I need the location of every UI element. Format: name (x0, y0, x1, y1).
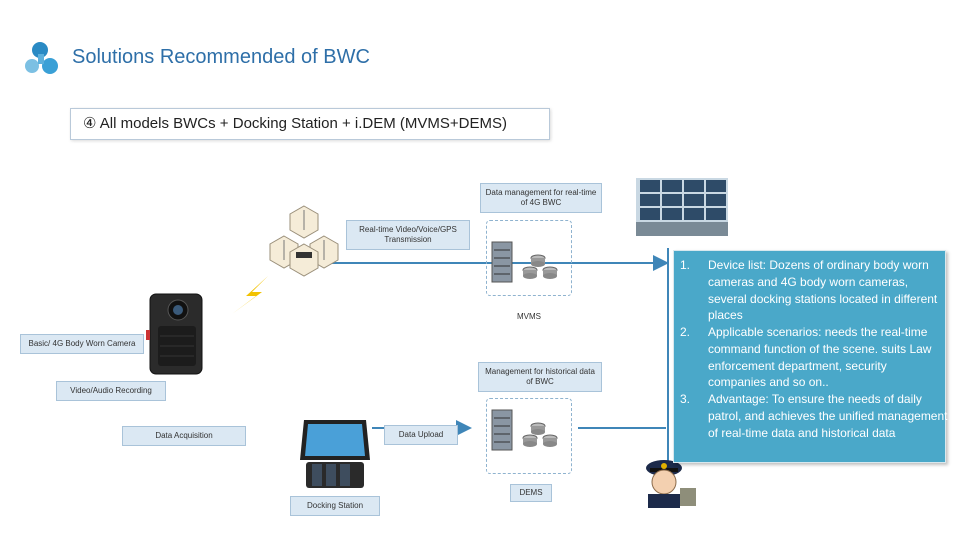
molecule-logo-icon (25, 42, 58, 74)
info-num-3: 3. (680, 392, 691, 406)
mvms-server-icon (491, 241, 558, 283)
info-text-2: Applicable scenarios: needs the real-tim… (708, 325, 932, 390)
dems-server-frame (486, 398, 572, 474)
info-panel: 1. Device list: Dozens of ordinary body … (673, 250, 948, 463)
wireless-bolt-icon (232, 276, 268, 314)
info-text-1: Device list: Dozens of ordinary body wor… (708, 258, 938, 323)
dems-server-icon (491, 409, 558, 451)
mvms-server-frame (486, 220, 572, 296)
label-video-audio: Video/Audio Recording (56, 381, 166, 401)
info-num-1: 1. (680, 258, 691, 272)
body-worn-camera-icon (146, 293, 203, 375)
label-historical-mgmt: Management for historical data of BWC (478, 362, 602, 392)
solution-subtitle: ④ All models BWCs + Docking Station + i.… (70, 108, 550, 140)
label-data-acquisition: Data Acquisition (122, 426, 246, 446)
cellular-network-icon (269, 205, 339, 277)
label-mvms: MVMS (517, 312, 541, 321)
label-realtime-transmission: Real-time Video/Voice/GPS Transmission (346, 220, 470, 250)
info-text-3: Advantage: To ensure the needs of daily … (708, 392, 948, 440)
video-wall-icon (636, 178, 728, 236)
label-docking-station: Docking Station (290, 496, 380, 516)
info-num-2: 2. (680, 325, 691, 339)
label-bwc: Basic/ 4G Body Worn Camera (20, 334, 144, 354)
page-title: Solutions Recommended of BWC (72, 46, 370, 68)
label-data-mgmt-realtime: Data management for real-time of 4G BWC (480, 183, 602, 213)
subtitle-text: ④ All models BWCs + Docking Station + i.… (83, 115, 507, 132)
docking-station-icon (300, 420, 370, 488)
police-officer-icon (646, 460, 696, 508)
label-data-upload: Data Upload (384, 425, 458, 445)
label-dems: DEMS (510, 484, 552, 502)
